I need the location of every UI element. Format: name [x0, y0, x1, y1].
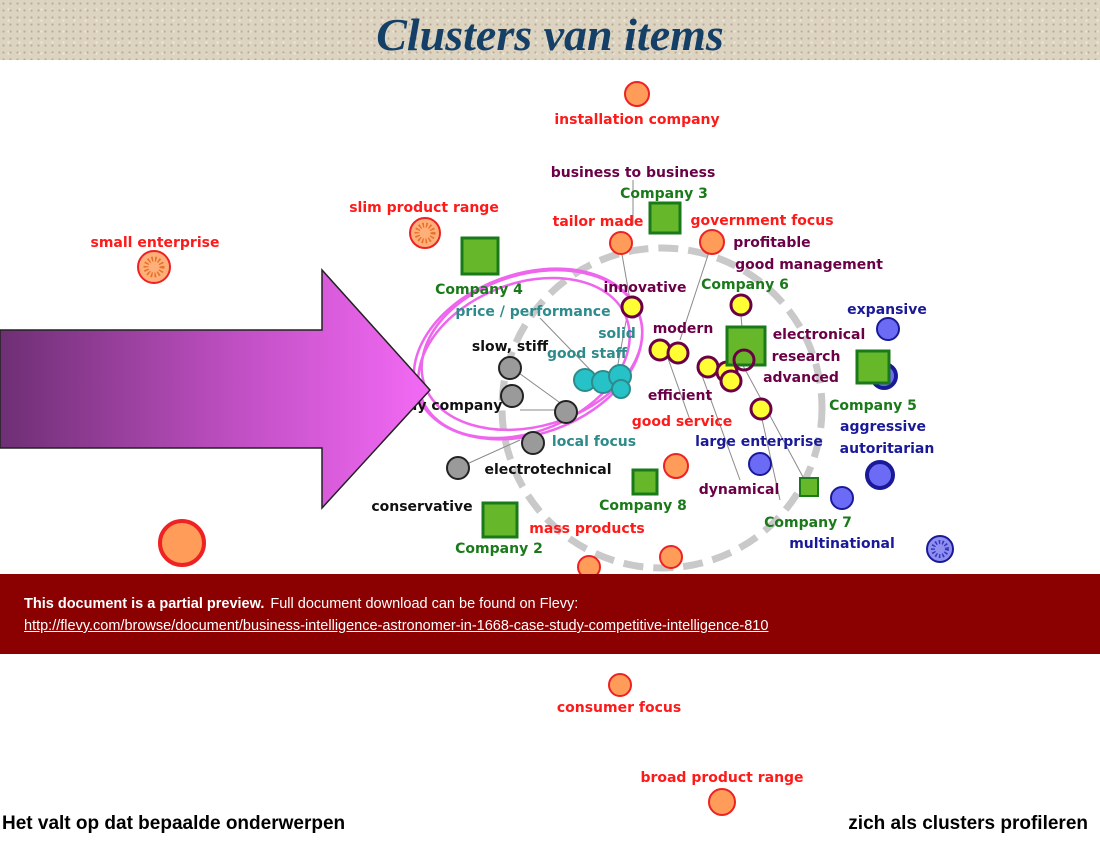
node-slim-product-range	[409, 217, 441, 249]
label-company2: Company 2	[455, 541, 543, 557]
label-company4: Company 4	[435, 282, 523, 298]
label-efficient: efficient	[648, 388, 713, 404]
node-good-service	[663, 453, 689, 479]
node-arrogant	[926, 535, 954, 563]
label-multinational: multinational	[789, 536, 895, 552]
node-expansive	[876, 317, 900, 341]
node-efficient	[696, 355, 720, 379]
label-innovative: innovative	[603, 280, 686, 296]
starburst-nodes	[137, 217, 954, 563]
node-electrotechnical	[446, 456, 470, 480]
label-large-enterprise: large enterprise	[695, 434, 823, 450]
label-electronical: electronical	[773, 327, 866, 343]
orange-nodes	[158, 81, 736, 816]
node-family-company	[500, 384, 524, 408]
label-dynamical: dynamical	[699, 482, 780, 498]
node-old-fashioned	[158, 519, 206, 567]
node-company6	[729, 293, 753, 317]
node-advanced	[719, 369, 743, 393]
header-band: Clusters van items	[0, 0, 1100, 60]
node-solid-3	[611, 379, 631, 399]
labels: installation company business to busines…	[91, 112, 935, 786]
node-tailor-made	[609, 231, 633, 255]
label-aggressive: aggressive	[840, 419, 926, 435]
label-company8: Company 8	[599, 498, 687, 514]
label-expansive: expansive	[847, 302, 927, 318]
node-efficient-2	[749, 397, 773, 421]
label-company5: Company 5	[829, 398, 917, 414]
label-installation-company: installation company	[554, 112, 719, 128]
cluster-ring	[498, 244, 826, 572]
node-local-focus	[521, 431, 545, 455]
label-slow-stiff: slow, stiff	[472, 339, 549, 355]
node-small-enterprise	[137, 250, 171, 284]
node-broad-product-range	[708, 788, 736, 816]
label-good-staff: good staff	[547, 346, 628, 362]
label-company6: Company 6	[701, 277, 789, 293]
label-government-focus: government focus	[690, 213, 833, 229]
footer-left-text: Het valt op dat bepaalde onderwerpen	[2, 813, 346, 834]
yellow-nodes	[620, 293, 773, 421]
company5-square	[855, 349, 891, 385]
node-government-focus	[699, 229, 725, 255]
banner-text: Full document download can be found on F…	[270, 596, 579, 612]
label-research: research	[772, 349, 841, 365]
company3-square	[648, 201, 682, 235]
label-tailor-made: tailor made	[553, 214, 644, 230]
label-good-management: good management	[735, 257, 883, 273]
label-consumer-focus: consumer focus	[557, 700, 681, 716]
footer-right-text: zich als clusters profileren	[848, 813, 1088, 834]
label-price-performance: price / performance	[455, 304, 610, 320]
node-consumer-focus	[608, 673, 632, 697]
label-modern: modern	[653, 321, 714, 337]
node-large-enterprise	[748, 452, 772, 476]
company4-square	[460, 236, 500, 276]
node-installation-company	[624, 81, 650, 107]
node-mass-products	[659, 545, 683, 569]
preview-banner: This document is a partial preview. Full …	[0, 574, 1100, 654]
label-company3: Company 3	[620, 186, 708, 202]
label-broad-product-range: broad product range	[640, 770, 803, 786]
teal-nodes	[573, 364, 632, 399]
label-good-service: good service	[632, 414, 733, 430]
page-title: Clusters van items	[376, 9, 724, 60]
node-multinational	[830, 486, 854, 510]
gray-nodes	[446, 356, 578, 480]
node-slow-stiff	[498, 356, 522, 380]
node-innovative	[620, 295, 644, 319]
label-profitable: profitable	[733, 235, 810, 251]
label-advanced: advanced	[763, 370, 839, 386]
pointer-arrow	[0, 268, 432, 510]
label-local-focus: local focus	[552, 434, 636, 450]
label-solid: solid	[598, 326, 636, 342]
label-mass-products: mass products	[529, 521, 644, 537]
company2-square	[481, 501, 519, 539]
node-autoritarian	[865, 460, 895, 490]
label-autoritarian: autoritarian	[840, 441, 935, 457]
label-small-enterprise: small enterprise	[91, 235, 220, 251]
node-family-company-2	[554, 400, 578, 424]
label-business-to-business: business to business	[551, 165, 716, 181]
company8-square	[631, 468, 659, 496]
company7-square	[799, 477, 819, 497]
banner-download-link[interactable]: http://flevy.com/browse/document/busines…	[24, 618, 769, 634]
label-conservative: conservative	[371, 499, 472, 515]
banner-bold-text: This document is a partial preview.	[24, 596, 265, 612]
node-modern-2	[666, 341, 690, 365]
label-company7: Company 7	[764, 515, 852, 531]
label-electrotechnical: electrotechnical	[484, 462, 611, 478]
label-slim-product-range: slim product range	[349, 200, 499, 216]
